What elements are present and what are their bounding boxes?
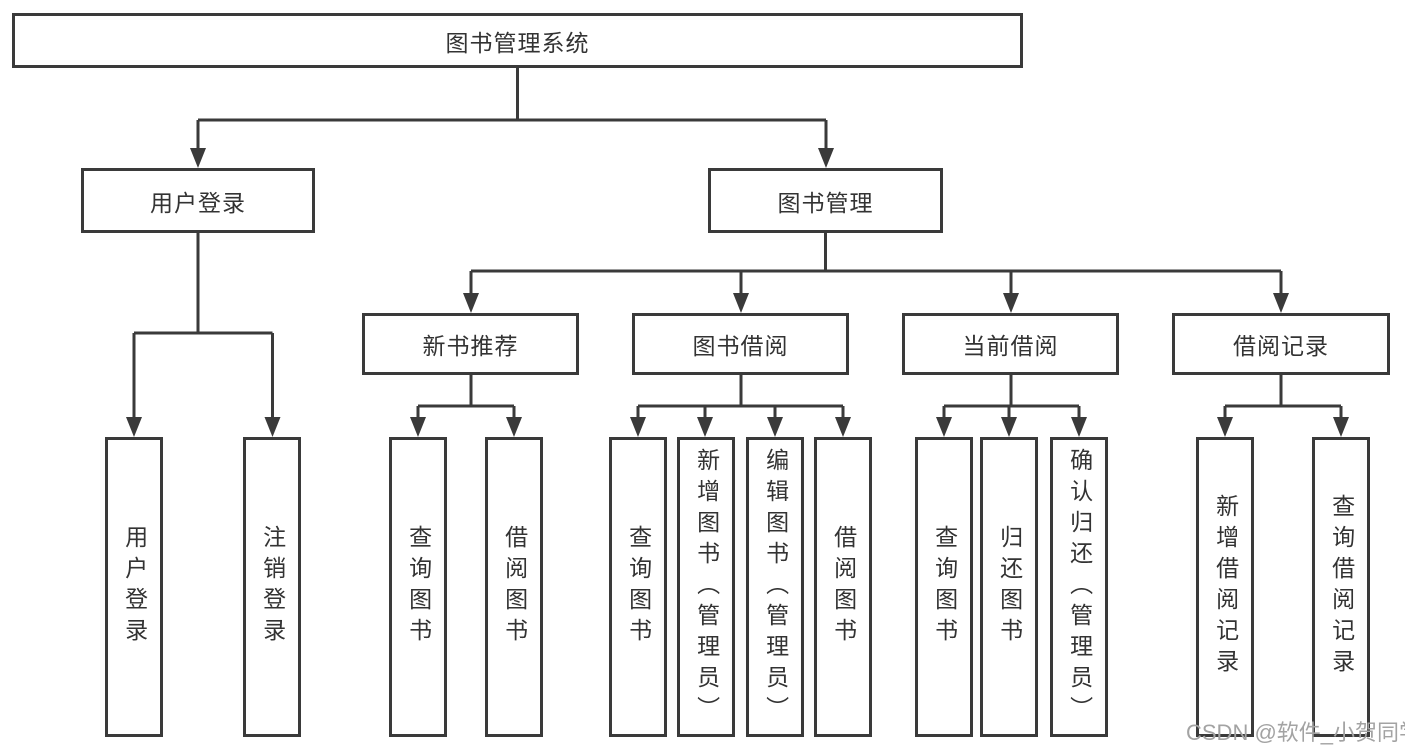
node-library-system-label: 图书管理系统 (445, 29, 590, 56)
leaf-query-books-borrow-label: 查询图书 (625, 525, 652, 649)
leaf-borrow-books: 借阅图书 (814, 437, 872, 737)
leaf-return-book-label: 归还图书 (996, 525, 1023, 649)
leaf-user-login-label: 用户登录 (121, 525, 148, 649)
leaf-return-book: 归还图书 (980, 437, 1038, 737)
leaf-query-books-recommend-label: 查询图书 (405, 525, 432, 649)
node-borrowing-records-label: 借阅记录 (1233, 333, 1329, 359)
node-new-book-recommendation: 新书推荐 (362, 313, 579, 375)
leaf-query-borrow-record: 查询借阅记录 (1312, 437, 1370, 737)
leaf-add-book-admin-label: 新增图书（管理员） (693, 447, 720, 727)
leaf-query-books-current: 查询图书 (915, 437, 973, 737)
leaf-logout-label: 注销登录 (259, 525, 286, 649)
leaf-user-login: 用户登录 (105, 437, 163, 737)
node-library-system: 图书管理系统 (12, 13, 1023, 68)
leaf-add-borrow-record: 新增借阅记录 (1196, 437, 1254, 737)
node-book-borrowing-label: 图书借阅 (692, 333, 789, 359)
node-borrowing-records: 借阅记录 (1172, 313, 1390, 375)
node-book-borrowing: 图书借阅 (632, 313, 849, 375)
leaf-logout: 注销登录 (243, 437, 301, 737)
node-current-borrowing-label: 当前借阅 (962, 333, 1059, 359)
node-book-management: 图书管理 (708, 168, 943, 233)
node-current-borrowing: 当前借阅 (902, 313, 1119, 375)
leaf-edit-book-admin: 编辑图书（管理员） (746, 437, 804, 737)
leaf-add-book-admin: 新增图书（管理员） (677, 437, 735, 737)
leaf-add-borrow-record-label: 新增借阅记录 (1212, 494, 1239, 680)
leaf-borrow-books-label: 借阅图书 (830, 525, 857, 649)
leaf-borrow-books-recommend: 借阅图书 (485, 437, 543, 737)
leaf-query-books-current-label: 查询图书 (931, 525, 958, 649)
leaf-query-books-borrow: 查询图书 (609, 437, 667, 737)
leaf-borrow-books-recommend-label: 借阅图书 (501, 525, 528, 649)
leaf-query-borrow-record-label: 查询借阅记录 (1328, 494, 1355, 680)
csdn-watermark: CSDN @软件_小贺同学 (1186, 720, 1405, 745)
node-user-login: 用户登录 (81, 168, 315, 233)
leaf-query-books-recommend: 查询图书 (389, 437, 447, 737)
leaf-confirm-return-admin: 确认归还（管理员） (1050, 437, 1108, 737)
node-user-login-label: 用户登录 (150, 189, 246, 216)
node-new-book-recommendation-label: 新书推荐 (422, 333, 519, 359)
leaf-edit-book-admin-label: 编辑图书（管理员） (762, 447, 789, 727)
leaf-confirm-return-admin-label: 确认归还（管理员） (1066, 447, 1093, 727)
node-book-management-label: 图书管理 (777, 189, 874, 216)
